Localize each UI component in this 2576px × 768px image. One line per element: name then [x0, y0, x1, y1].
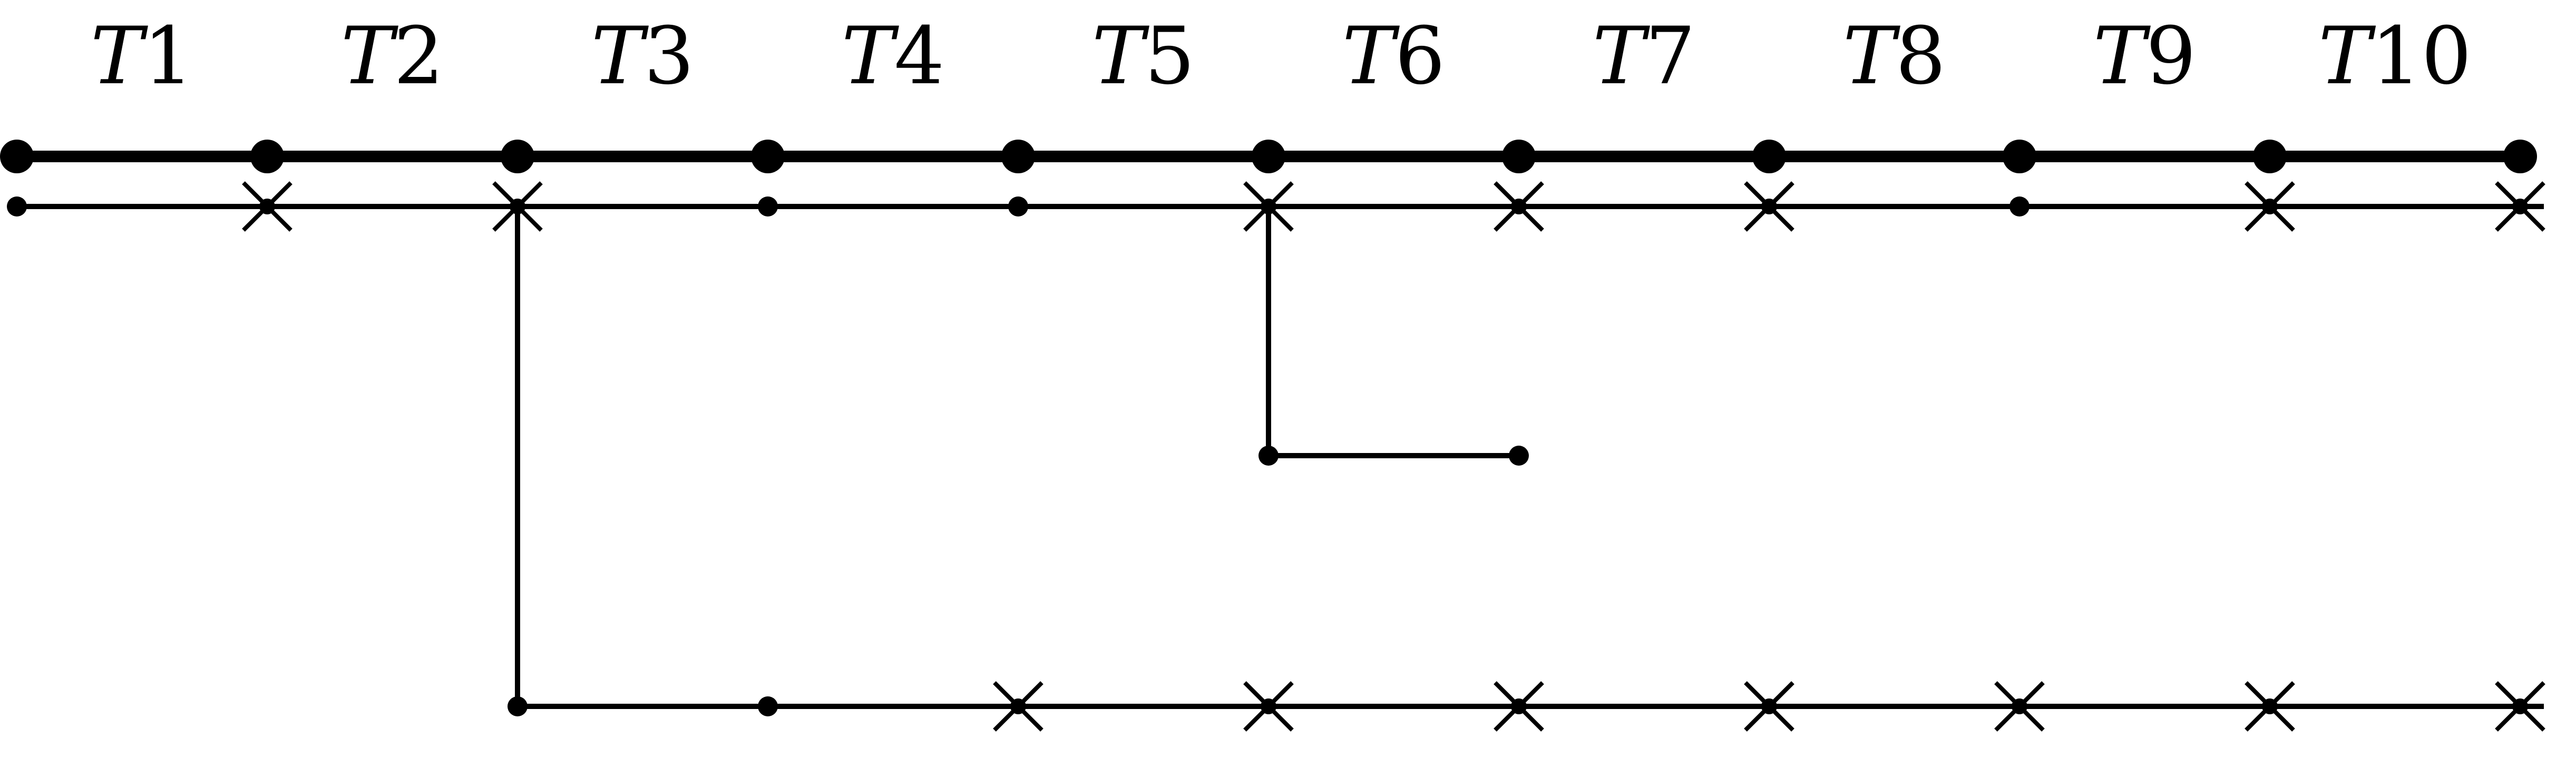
period-label-letter: T	[842, 11, 900, 102]
period-label-letter: T	[91, 11, 149, 102]
cross-marker	[1494, 181, 1544, 232]
cross-marker	[1744, 681, 1794, 732]
period-label: T4	[842, 11, 945, 102]
node-markers	[7, 181, 2545, 732]
period-label-number: 9	[2146, 11, 2196, 102]
cross-marker	[993, 681, 1043, 732]
cross-marker	[242, 181, 292, 232]
cross-marker	[1243, 181, 1294, 232]
dot-marker	[1509, 446, 1529, 466]
period-label-letter: T	[2093, 11, 2151, 102]
dot-marker	[1258, 446, 1279, 466]
period-label-letter: T	[2318, 11, 2376, 102]
main-timeline-node	[1001, 140, 1035, 173]
main-timeline-node	[1502, 140, 1536, 173]
dot-marker	[508, 696, 528, 716]
dot-marker	[7, 196, 27, 216]
period-label-number: 6	[1395, 11, 1445, 102]
dot-marker	[2009, 196, 2029, 216]
period-label: T3	[591, 11, 695, 102]
period-label-number: 3	[644, 11, 694, 102]
main-timeline-node	[2253, 140, 2287, 173]
period-label-number: 2	[394, 11, 444, 102]
main-timeline-node	[751, 140, 785, 173]
cross-marker	[1243, 681, 1294, 732]
dot-marker	[758, 196, 778, 216]
main-timeline-node	[1252, 140, 1285, 173]
period-label-number: 10	[2371, 11, 2472, 102]
period-label-number: 8	[1896, 11, 1946, 102]
main-timeline	[0, 140, 2537, 173]
cross-marker	[2495, 681, 2545, 732]
period-label: T5	[1092, 11, 1195, 102]
cross-marker	[492, 181, 543, 232]
period-label-letter: T	[1342, 11, 1400, 102]
period-label-letter: T	[341, 11, 399, 102]
period-label-letter: T	[1593, 11, 1651, 102]
cross-marker	[1744, 181, 1794, 232]
period-label: T7	[1593, 11, 1696, 102]
main-timeline-node	[1752, 140, 1786, 173]
period-label: T10	[2318, 11, 2472, 102]
period-label-letter: T	[1843, 11, 1901, 102]
period-label-number: 4	[894, 11, 944, 102]
period-label-letter: T	[591, 11, 649, 102]
period-label: T8	[1843, 11, 1946, 102]
period-label: T9	[2093, 11, 2197, 102]
period-label-number: 1	[143, 11, 193, 102]
cross-marker	[2245, 181, 2295, 232]
cross-marker	[1494, 681, 1544, 732]
cross-marker	[2495, 181, 2545, 232]
main-timeline-node	[2003, 140, 2036, 173]
cross-marker	[1994, 681, 2045, 732]
branch-lines	[17, 204, 2544, 709]
cross-marker	[2245, 681, 2295, 732]
period-label: T2	[341, 11, 444, 102]
period-label-number: 7	[1645, 11, 1695, 102]
main-timeline-node	[2503, 140, 2537, 173]
period-label: T6	[1342, 11, 1446, 102]
main-timeline-node	[0, 140, 34, 173]
main-timeline-node	[250, 140, 284, 173]
dot-marker	[758, 696, 778, 716]
period-label-letter: T	[1092, 11, 1150, 102]
main-timeline-node	[501, 140, 534, 173]
period-label: T1	[91, 11, 194, 102]
dot-marker	[1008, 196, 1028, 216]
period-label-number: 5	[1145, 11, 1195, 102]
